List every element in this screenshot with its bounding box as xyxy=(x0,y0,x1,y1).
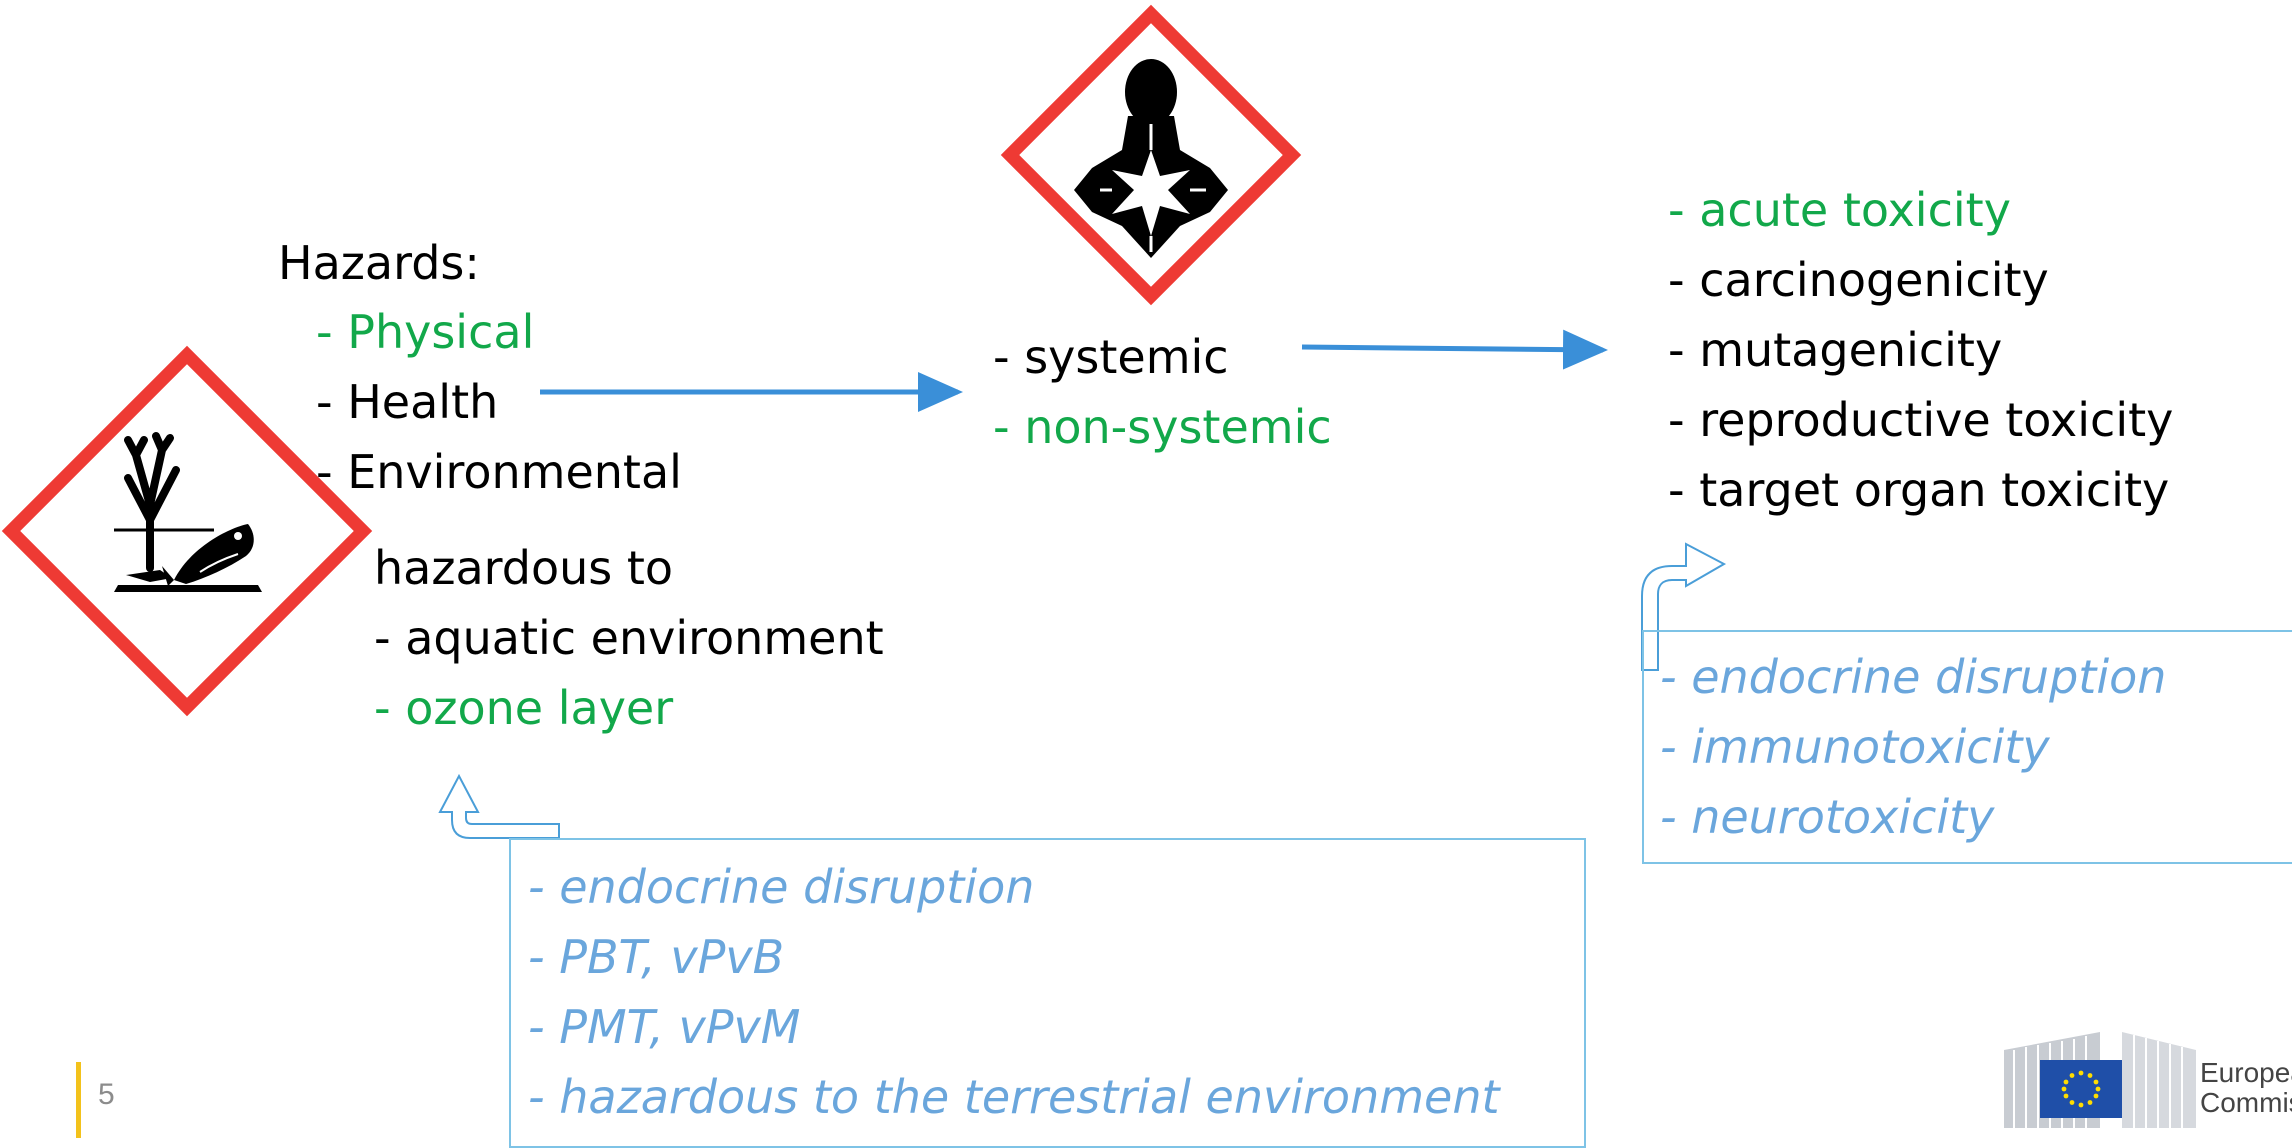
hazard-environmental: - Environmental xyxy=(316,445,682,499)
effect-reproductive-toxicity: - reproductive toxicity xyxy=(1668,393,2174,447)
health-systemic: - systemic xyxy=(993,330,1229,384)
new-env-terrestrial: - hazardous to the terrestrial environme… xyxy=(528,1070,1500,1124)
new-env-pmt: - PMT, vPvM xyxy=(528,1000,801,1054)
effect-target-organ-toxicity: - target organ toxicity xyxy=(1668,463,2170,517)
env-ozone: - ozone layer xyxy=(374,681,674,735)
new-env-pbt: - PBT, vPvB xyxy=(528,930,785,984)
hazards-title: Hazards: xyxy=(278,236,480,290)
health-non-systemic: - non-systemic xyxy=(993,400,1332,454)
eu-flag-icon xyxy=(2040,1060,2122,1118)
european-commission-logo: European Commission xyxy=(2000,1010,2292,1138)
arrow-systemic-to-effects xyxy=(1301,329,1608,370)
effect-acute-toxicity: - acute toxicity xyxy=(1668,183,2011,237)
hazard-health: - Health xyxy=(316,375,499,429)
new-health-immunotoxicity: - immunotoxicity xyxy=(1660,720,2050,774)
new-health-classes-box xyxy=(1642,630,2292,864)
page-number: 5 xyxy=(98,1078,115,1111)
hazard-physical: - Physical xyxy=(316,305,535,359)
ec-logo-text-2: Commission xyxy=(2200,1087,2292,1118)
ghs09-environment-icon xyxy=(1,345,373,717)
hollow-arrow-health-icon xyxy=(1641,542,1727,671)
ec-logo-text-1: European xyxy=(2200,1057,2292,1088)
new-health-endocrine: - endocrine disruption xyxy=(1660,650,2167,704)
ghs08-health-hazard-icon xyxy=(1000,4,1302,306)
page-number-bar xyxy=(76,1062,81,1138)
effect-carcinogenicity: - carcinogenicity xyxy=(1668,253,2049,307)
env-aquatic: - aquatic environment xyxy=(374,611,884,665)
effect-mutagenicity: - mutagenicity xyxy=(1668,323,2003,377)
ec-building-icon xyxy=(2004,1032,2196,1128)
new-env-endocrine: - endocrine disruption xyxy=(528,860,1035,914)
new-health-neurotoxicity: - neurotoxicity xyxy=(1660,790,1995,844)
env-intro: hazardous to xyxy=(374,541,674,595)
hollow-arrow-env-icon xyxy=(438,773,560,839)
